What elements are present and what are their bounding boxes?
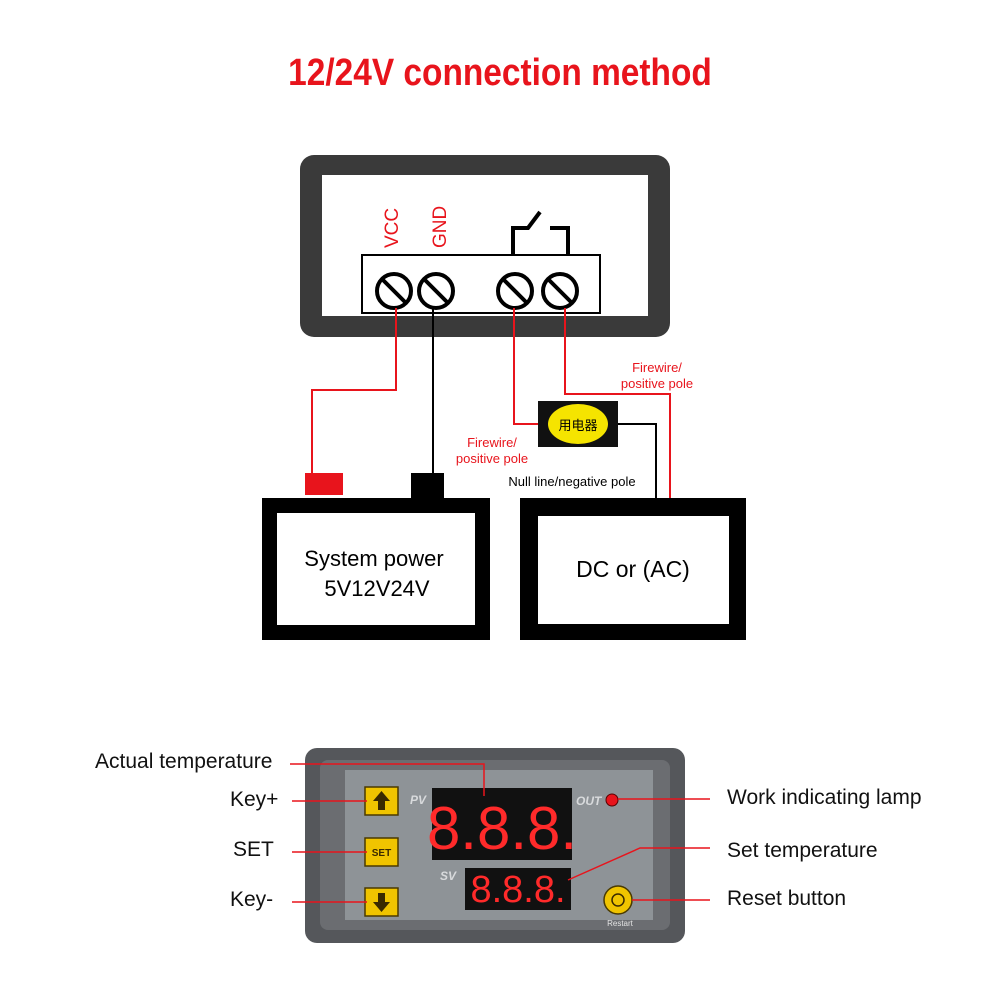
terminal-screw-vcc bbox=[375, 272, 413, 310]
firewire-left-line1: Firewire/ bbox=[467, 435, 517, 450]
sv-display bbox=[465, 868, 571, 910]
relay-to-supply-wire bbox=[564, 308, 671, 498]
appliance: 用电器 bbox=[538, 401, 618, 447]
key-plus-button[interactable] bbox=[364, 786, 399, 816]
positive-terminal bbox=[305, 473, 343, 495]
page-title: 12/24V connection method bbox=[288, 52, 712, 94]
pv-display bbox=[432, 788, 572, 860]
sv-digits: 8.8.8. bbox=[470, 869, 565, 911]
out-label: OUT bbox=[576, 794, 603, 808]
callout-actual-temperature: Actual temperature bbox=[95, 750, 272, 773]
callout-key-plus: Key+ bbox=[230, 788, 278, 811]
relay-module: VCC GND bbox=[300, 155, 670, 337]
system-power-line1: System power bbox=[304, 546, 443, 571]
dc-ac-box: DC or (AC) bbox=[520, 498, 746, 640]
thermostat-device: SET PV SV OUT 8.8.8. 8.8.8. Restart bbox=[305, 748, 685, 943]
firewire-left-line2: positive pole bbox=[456, 451, 528, 466]
callout-key-minus: Key- bbox=[230, 888, 273, 911]
terminal-screw-gnd bbox=[417, 272, 455, 310]
system-power-inner bbox=[277, 513, 475, 625]
wires bbox=[311, 308, 671, 498]
relay-to-load-wire bbox=[513, 308, 545, 425]
vcc-wire bbox=[311, 308, 397, 478]
arrow-down-icon bbox=[373, 893, 390, 912]
firewire-right-line2: positive pole bbox=[621, 376, 693, 391]
callout-set: SET bbox=[233, 838, 274, 861]
relay-contact-symbol bbox=[511, 210, 570, 254]
power-icon bbox=[611, 893, 625, 907]
callout-line-actual bbox=[290, 763, 485, 796]
restart-label: Restart bbox=[607, 919, 634, 928]
negative-terminal bbox=[411, 473, 444, 501]
null-line-label: Null line/negative pole bbox=[508, 474, 635, 489]
firewire-right-line1: Firewire/ bbox=[632, 360, 682, 375]
callout-set-temperature: Set temperature bbox=[727, 839, 878, 862]
callout-line-set-temp bbox=[567, 847, 710, 881]
terminal-screw-relay-1 bbox=[496, 272, 534, 310]
callout-reset-button: Reset button bbox=[727, 887, 846, 910]
callout-lines bbox=[290, 763, 710, 903]
callout-work-lamp: Work indicating lamp bbox=[727, 786, 922, 809]
terminal-screw-relay-2 bbox=[541, 272, 579, 310]
system-power-box: System power 5V12V24V bbox=[262, 473, 490, 640]
appliance-bulb bbox=[548, 404, 608, 444]
dc-ac-inner bbox=[538, 516, 729, 624]
gnd-label: GND bbox=[430, 206, 451, 248]
restart-button[interactable] bbox=[603, 885, 633, 915]
set-key-label: SET bbox=[372, 848, 391, 859]
vcc-label: VCC bbox=[382, 208, 403, 248]
system-power-line2: 5V12V24V bbox=[324, 576, 430, 601]
appliance-label: 用电器 bbox=[558, 418, 597, 433]
pv-digits: 8.8.8. bbox=[427, 795, 577, 862]
sv-label: SV bbox=[440, 869, 457, 883]
out-indicator-lamp bbox=[605, 793, 619, 807]
key-minus-button[interactable] bbox=[364, 887, 399, 917]
arrow-up-icon bbox=[373, 791, 390, 810]
dc-ac-label: DC or (AC) bbox=[576, 556, 690, 582]
pv-label: PV bbox=[410, 793, 427, 807]
set-button[interactable]: SET bbox=[364, 837, 399, 867]
neutral-wire bbox=[612, 423, 657, 498]
